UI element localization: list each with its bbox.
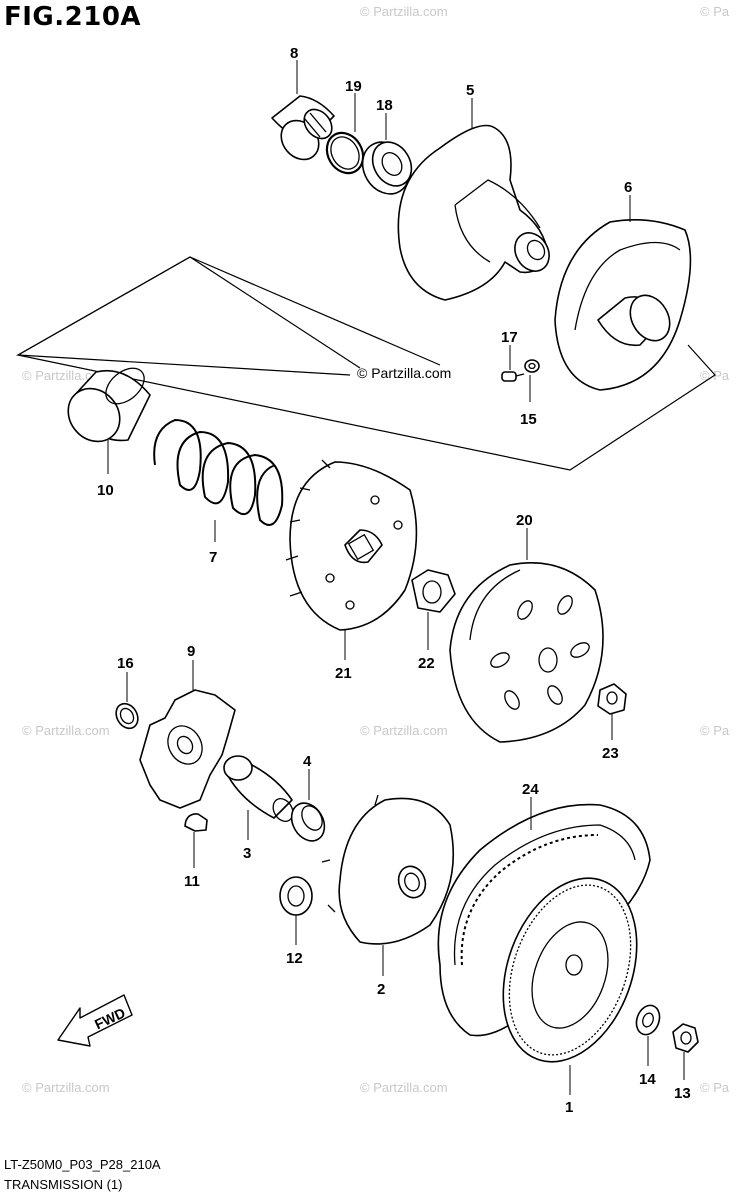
part-21-clutch-assembly xyxy=(285,459,418,631)
part-11-clip xyxy=(184,813,208,832)
part-18-ball-bearing xyxy=(361,141,413,195)
watermark-top-right: © Pa xyxy=(700,4,730,19)
callout-20: 20 xyxy=(516,512,533,529)
part-19-circlip xyxy=(325,131,365,175)
callout-2: 2 xyxy=(377,981,385,998)
callout-13: 13 xyxy=(674,1085,691,1102)
callout-5: 5 xyxy=(466,82,474,99)
part-10-sleeve xyxy=(67,367,151,443)
callout-18: 18 xyxy=(376,97,393,114)
part-23-flange-nut xyxy=(597,683,627,715)
callout-3: 3 xyxy=(243,845,251,862)
part-4-bearing xyxy=(290,802,326,842)
part-20-clutch-housing xyxy=(449,562,604,743)
part-8-needle-bearing xyxy=(271,95,335,161)
part-16-washer xyxy=(115,702,139,730)
watermark-right-bottom: © Pa xyxy=(700,1080,730,1095)
diagram-code: LT-Z50M0_P03_P28_210A xyxy=(4,1157,161,1172)
watermark-right-mid: © Pa xyxy=(700,723,730,738)
part-15-washer xyxy=(524,359,540,373)
callout-21: 21 xyxy=(335,665,352,682)
part-22-nut xyxy=(411,569,456,613)
callout-17: 17 xyxy=(501,329,518,346)
callout-15: 15 xyxy=(520,411,537,428)
callout-23: 23 xyxy=(602,745,619,762)
callout-11: 11 xyxy=(184,873,200,890)
callout-10: 10 xyxy=(97,482,114,499)
callout-14: 14 xyxy=(639,1071,656,1088)
figure-title: FIG.210A xyxy=(4,2,142,32)
part-2-fixed-drive-face xyxy=(321,794,455,945)
part-1-driven-gear xyxy=(502,877,638,1063)
callout-8: 8 xyxy=(290,45,298,62)
watermark-left-bottom: © Partzilla.com xyxy=(22,1080,110,1095)
watermark-center-mid: © Partzilla.com xyxy=(360,723,448,738)
part-14-washer xyxy=(635,1004,661,1036)
callout-19: 19 xyxy=(345,78,362,95)
part-13-nut xyxy=(672,1023,699,1053)
watermark-left-upper: © Partzilla.com xyxy=(22,368,110,383)
part-5-movable-drive-face xyxy=(397,124,550,301)
watermark-main: © Partzilla.com xyxy=(357,365,451,381)
part-6-ramp-plate xyxy=(554,218,692,391)
callout-6: 6 xyxy=(624,179,632,196)
callout-22: 22 xyxy=(418,655,435,672)
fwd-arrow-icon: FWD xyxy=(57,994,133,1047)
part-9-retainer xyxy=(139,689,236,809)
callout-7: 7 xyxy=(209,549,217,566)
callout-1: 1 xyxy=(565,1099,573,1116)
assembly-group-box xyxy=(17,256,716,471)
callout-24: 24 xyxy=(522,781,539,798)
callout-4: 4 xyxy=(303,753,312,770)
callout-16: 16 xyxy=(117,655,134,672)
callout-9: 9 xyxy=(187,643,195,660)
watermark-center-bottom: © Partzilla.com xyxy=(360,1080,448,1095)
part-3-collar xyxy=(223,755,294,822)
part-17-screw xyxy=(501,371,525,382)
callout-12: 12 xyxy=(286,950,303,967)
watermark-top-center: © Partzilla.com xyxy=(360,4,448,19)
diagram-name: TRANSMISSION (1) xyxy=(4,1177,123,1192)
part-12-bearing xyxy=(279,876,313,916)
part-7-spring xyxy=(153,418,284,526)
watermark-left-mid: © Partzilla.com xyxy=(22,723,110,738)
assembly-group-outline xyxy=(15,256,361,376)
